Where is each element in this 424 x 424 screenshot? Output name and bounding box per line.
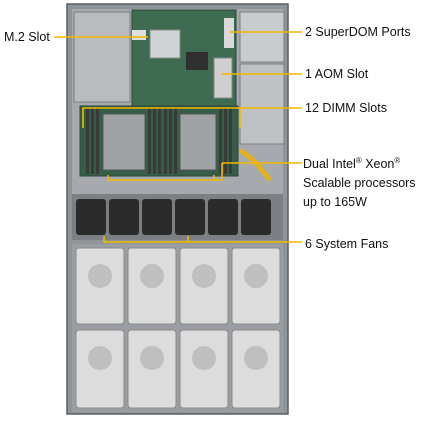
m2-slot: [132, 30, 146, 40]
registered-mark-2: ®: [394, 155, 401, 165]
leader-lines: [54, 31, 302, 243]
psu-top: [239, 11, 285, 63]
bmc-chip: [186, 52, 208, 70]
cable-bundle: [238, 147, 272, 182]
psu-bottom: [239, 63, 285, 145]
cpu-label-xeon: Xeon: [361, 157, 395, 171]
dimm-group-right: [164, 108, 232, 174]
dimm-slots-label: 12 DIMM Slots: [305, 101, 387, 115]
left-bay: [73, 11, 131, 103]
aom-slot: [213, 57, 233, 99]
registered-mark: ®: [355, 155, 362, 165]
cpu-label: Dual Intel® Xeon® Scalable processors up…: [303, 155, 416, 212]
cpu-label-line3: up to 165W: [303, 195, 367, 209]
cpu-label-line2: Scalable processors: [303, 176, 416, 190]
m2-slot-label: M.2 Slot: [4, 30, 50, 44]
pch-chip: [149, 29, 181, 59]
cpu-heatsink-2: [179, 113, 217, 171]
superdom-ports-label: 2 SuperDOM Ports: [305, 25, 411, 39]
dimm-group-left: [86, 108, 161, 174]
cpu-heatsink-1: [102, 113, 146, 171]
cpu-label-brand: Dual Intel: [303, 157, 356, 171]
superdom-connectors: [224, 18, 234, 48]
fan-row: [76, 199, 271, 235]
aom-slot-label: 1 AOM Slot: [305, 67, 369, 81]
system-fans-label: 6 System Fans: [305, 237, 389, 251]
drive-bays: [72, 244, 283, 412]
